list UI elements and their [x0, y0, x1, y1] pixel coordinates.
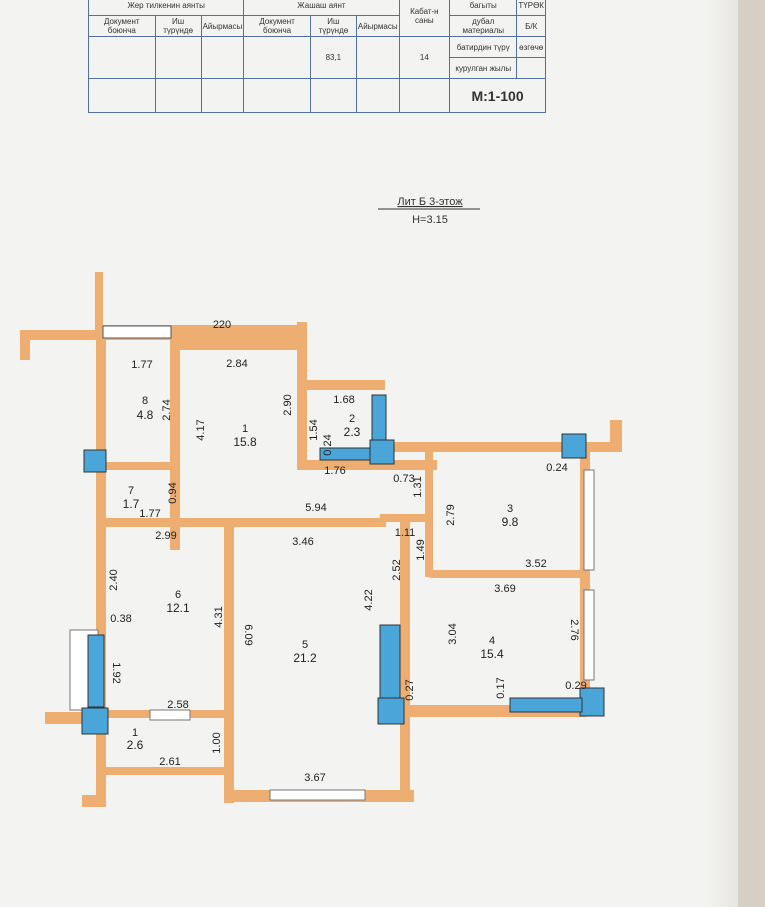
dimension-label: 1.00 — [211, 732, 223, 753]
dimension-label: 0.29 — [565, 680, 586, 692]
room-number: 1 — [132, 727, 138, 739]
room-area: 15.8 — [233, 435, 257, 449]
diff-label: Айырмасы — [355, 15, 400, 37]
doc-label: Документ боюнча — [243, 15, 311, 37]
room-area: 2.6 — [127, 738, 144, 752]
dimension-label: 1.54 — [308, 419, 320, 440]
room-number: 5 — [302, 639, 308, 651]
dimension-label: 2.76 — [568, 619, 580, 640]
dimension-label: 2.61 — [159, 756, 180, 768]
dimension-label: 0.94 — [167, 482, 179, 503]
dimension-label: 2.40 — [108, 569, 120, 590]
background-surface — [738, 0, 765, 907]
dimension-label: 2.99 — [155, 530, 176, 542]
dimension-label: 1.68 — [333, 394, 354, 406]
room-area: 1.7 — [123, 497, 140, 511]
dimension-label: 5.94 — [305, 502, 326, 514]
dimension-label: 2.84 — [226, 358, 247, 370]
room-number: 7 — [128, 485, 134, 497]
dimension-label: 220 — [213, 319, 231, 331]
dimension-label: 1.49 — [415, 539, 427, 560]
plan-title: Лит Б 3-этож — [397, 196, 463, 208]
dimension-label: 3.52 — [525, 558, 546, 570]
dimension-label: 1.76 — [324, 465, 345, 477]
dimension-label: 0.73 — [393, 473, 414, 485]
paper-shadow — [705, 0, 738, 907]
dimension-label: 3.46 — [292, 536, 313, 548]
dimension-label: 2.90 — [282, 394, 294, 415]
room-number: 8 — [142, 395, 148, 407]
room-number: 6 — [175, 589, 181, 601]
dimension-label: 0.27 — [404, 679, 416, 700]
dimension-label: 1.11 — [395, 527, 416, 539]
dimension-label: 1.31 — [412, 476, 424, 497]
dimension-label: 1.77 — [139, 508, 160, 520]
dimension-label: 0.17 — [495, 677, 507, 698]
dimension-label: 0.38 — [110, 613, 131, 625]
dimension-label: 4.22 — [363, 589, 375, 610]
dimension-label: 1.77 — [131, 359, 152, 371]
plan-height: Н=3.15 — [412, 214, 448, 226]
dimension-label: 3.67 — [304, 772, 325, 784]
dimension-label: 4.17 — [195, 419, 207, 440]
dimension-label: 0.24 — [322, 434, 334, 455]
room-area: 12.1 — [166, 601, 190, 615]
room-area: 21.2 — [293, 651, 317, 665]
room-area: 2.3 — [344, 425, 361, 439]
dimension-label: 2.79 — [445, 504, 457, 525]
room-area: 9.8 — [502, 515, 519, 529]
room-number: 1 — [242, 423, 248, 435]
dimension-label: 3.69 — [494, 583, 515, 595]
room-number: 4 — [489, 635, 495, 647]
dimension-label: 4.31 — [213, 606, 225, 627]
dimension-label: 0.24 — [546, 462, 567, 474]
living-area-value: 83,1 — [309, 36, 357, 79]
room-area: 15.4 — [480, 647, 504, 661]
room-labels: 8 4.8 1 15.8 2 2.3 3 9.8 7 1.7 6 12.1 5 … — [123, 395, 519, 752]
scale-label: М:1-100 — [449, 78, 546, 113]
room-number: 3 — [507, 503, 513, 515]
dimension-label: 2.58 — [167, 699, 188, 711]
dimension-label: 1.92 — [110, 662, 122, 683]
dimensions: 220 1.77 2.84 2.74 4.17 2.90 1.68 1.54 0… — [108, 319, 587, 784]
floors-value: 14 — [398, 36, 451, 79]
dimension-label: 2.52 — [391, 559, 403, 580]
room-area: 4.8 — [137, 408, 154, 422]
dimension-label: 6.09 — [242, 624, 254, 645]
dimension-label: 2.74 — [161, 399, 173, 420]
info-table: Жер тилкенин аянты Жашаш аянт Кабат-н са… — [87, 0, 546, 113]
windows — [69, 325, 605, 801]
room-number: 2 — [349, 413, 355, 425]
walls — [20, 272, 622, 807]
dimension-label: 3.04 — [447, 623, 459, 644]
